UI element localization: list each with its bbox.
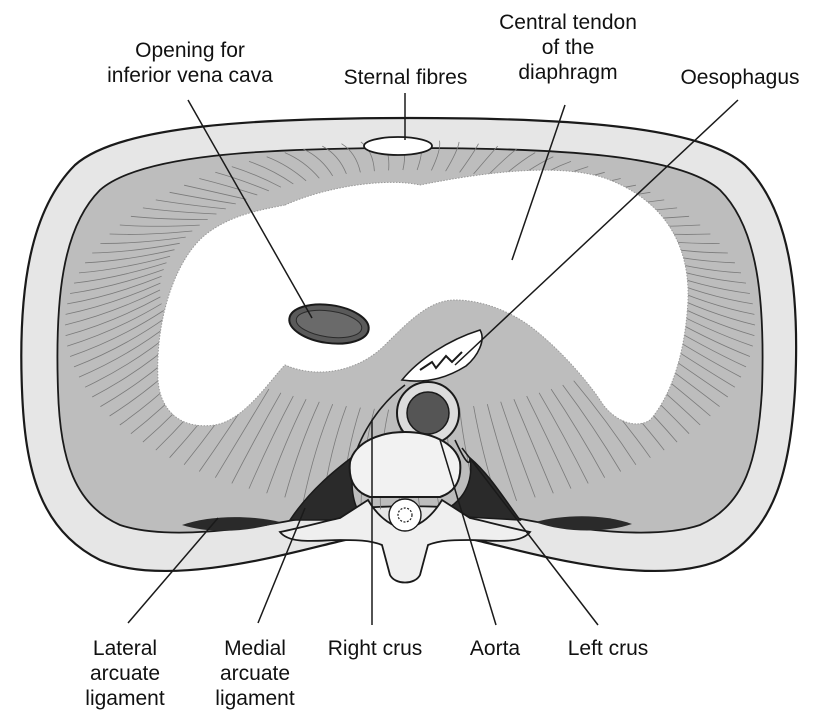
spinal-cord [398,508,412,522]
label-right-crus: Right crus [315,636,435,661]
label-medial-arcuate-line3: ligament [200,686,310,711]
label-lateral-arcuate-line1: Lateral [70,636,180,661]
aorta-inner [407,392,449,434]
label-vena-cava-line1: Opening for [90,38,290,63]
label-left-crus-line1: Left crus [548,636,668,661]
label-aorta: Aorta [455,636,535,661]
label-central-tendon-line2: of the [478,35,658,60]
label-aorta-line1: Aorta [455,636,535,661]
label-central-tendon-line1: Central tendon [478,10,658,35]
label-lateral-arcuate: Lateral arcuate ligament [70,636,180,711]
label-lateral-arcuate-line3: ligament [70,686,180,711]
label-vena-cava-line2: inferior vena cava [90,63,290,88]
label-vena-cava: Opening for inferior vena cava [90,38,290,88]
vertebral-body [350,432,461,497]
label-medial-arcuate-line1: Medial [200,636,310,661]
label-central-tendon-line3: diaphragm [478,60,658,85]
label-medial-arcuate: Medial arcuate ligament [200,636,310,711]
label-oesophagus-line1: Oesophagus [670,65,810,90]
label-lateral-arcuate-line2: arcuate [70,661,180,686]
label-right-crus-line1: Right crus [315,636,435,661]
label-medial-arcuate-line2: arcuate [200,661,310,686]
label-sternal-line1: Sternal fibres [318,65,493,90]
sternal-ellipse [364,137,432,155]
label-sternal-fibres: Sternal fibres [318,65,493,90]
label-oesophagus: Oesophagus [670,65,810,90]
label-left-crus: Left crus [548,636,668,661]
label-central-tendon: Central tendon of the diaphragm [478,10,658,85]
